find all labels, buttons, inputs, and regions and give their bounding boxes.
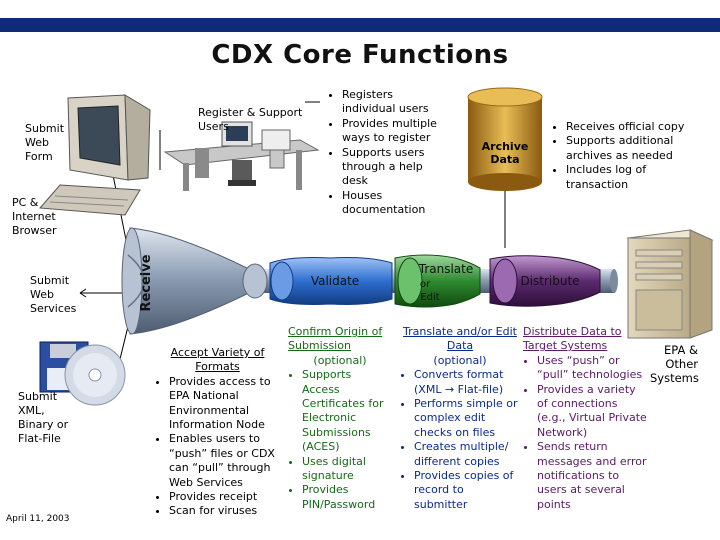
archive-bullet: Supports additional archives as needed xyxy=(566,134,692,163)
title-bar xyxy=(0,18,720,32)
distribute-bullet: Sends return messages and error notifica… xyxy=(537,440,648,512)
formats-heading: Accept Variety of Formats xyxy=(170,346,265,374)
page-title: CDX Core Functions xyxy=(211,40,509,70)
confirm-block: Confirm Origin of Submission (optional) … xyxy=(288,325,392,512)
validate-segment xyxy=(269,257,393,305)
archive-bullet: Includes log of transaction xyxy=(566,163,692,192)
formats-block: Accept Variety of Formats Provides acces… xyxy=(155,346,280,519)
translate-edit-optional: (optional) xyxy=(433,353,487,367)
register-bullet: Houses documentation xyxy=(342,189,438,218)
receive-label: Receive xyxy=(139,254,154,311)
archive-data-label: Archive Data xyxy=(481,140,529,166)
submit-web-form-label: Submit Web Form xyxy=(25,122,65,163)
date-footer: April 11, 2003 xyxy=(6,514,70,524)
or-label: or xyxy=(420,279,431,290)
translate-edit-bullet: Converts format (XML → Flat-file) xyxy=(414,368,520,397)
register-bullet: Supports users through a help desk xyxy=(342,146,438,189)
office-desk-icon xyxy=(163,121,320,191)
archive-bullets: Receives official copy Supports addition… xyxy=(552,120,692,192)
formats-bullet: Provides receipt xyxy=(169,490,280,504)
epa-other-systems-label: EPA & Other Systems xyxy=(650,343,699,385)
register-bullet: Registers individual users xyxy=(342,88,438,117)
confirm-bullet: Provides PIN/Password xyxy=(302,483,392,512)
confirm-heading: Confirm Origin of Submission xyxy=(288,325,383,353)
confirm-bullet: Supports Access Certificates for Electro… xyxy=(302,368,392,454)
archive-cylinder-icon xyxy=(467,87,543,191)
confirm-optional: (optional) xyxy=(313,353,367,367)
cd-disc-icon xyxy=(64,344,126,406)
translate-edit-bullet: Provides copies of record to submitter xyxy=(414,469,520,512)
formats-bullet: Scan for viruses xyxy=(169,504,280,518)
confirm-bullet: Uses digital signature xyxy=(302,455,392,484)
translate-segment xyxy=(394,254,481,308)
translate-label: Translate xyxy=(418,262,474,276)
register-bullet: Provides multiple ways to register xyxy=(342,117,438,146)
translate-edit-heading: Translate and/or Edit Data xyxy=(403,325,517,353)
translate-edit-bullet: Performs simple or complex edit checks o… xyxy=(414,397,520,440)
register-bullets: Registers individual users Provides mult… xyxy=(328,88,438,218)
distribute-heading: Distribute Data to Target Systems xyxy=(523,325,622,353)
crt-computer-icon xyxy=(38,94,151,216)
pc-browser-label: PC & Internet Browser xyxy=(12,196,57,237)
edit-label: Edit xyxy=(420,292,439,303)
distribute-block: Distribute Data to Target Systems Uses “… xyxy=(523,325,648,512)
distribute-segment xyxy=(489,255,601,307)
archive-bullet: Receives official copy xyxy=(566,120,692,134)
distribute-bullet: Uses “push” or “pull” technologies xyxy=(537,354,648,383)
translate-edit-block: Translate and/or Edit Data (optional) Co… xyxy=(400,325,520,512)
validate-label: Validate xyxy=(311,274,359,288)
translate-edit-bullet: Creates multiple/ different copies xyxy=(414,440,520,469)
formats-bullet: Provides access to EPA National Environm… xyxy=(169,375,280,433)
distribute-label: Distribute xyxy=(520,274,579,288)
server-tower-icon xyxy=(626,229,714,339)
register-support-label: Register & Support Users xyxy=(198,106,303,133)
distribute-bullet: Provides a variety of connections (e.g.,… xyxy=(537,383,648,441)
formats-bullet: Enables users to “push” files or CDX can… xyxy=(169,432,280,490)
submit-xml-label: Submit XML, Binary or Flat-File xyxy=(18,390,69,445)
submit-web-services-label: Submit Web Services xyxy=(30,274,77,315)
